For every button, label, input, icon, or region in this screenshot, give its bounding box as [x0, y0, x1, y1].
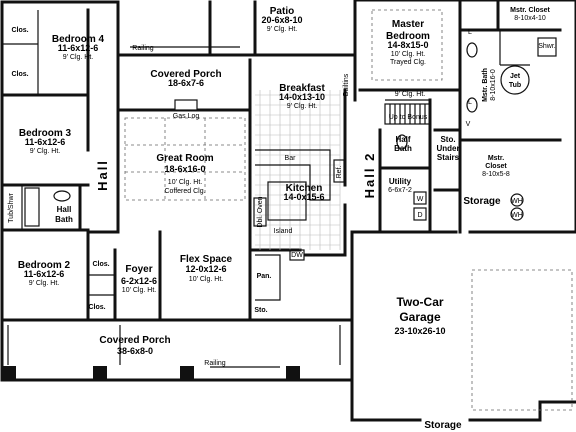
dbl-oven-label: Dbl. Oven	[257, 196, 264, 227]
bar-label: Bar	[285, 155, 297, 162]
garage-name: Two-Car	[396, 295, 443, 309]
hall-left-label: Hall	[95, 159, 110, 191]
kitchen-dims: 14-0x15-6	[283, 192, 324, 202]
patio-ceiling: 9' Clg. Ht.	[267, 26, 298, 33]
flex-space-name: Flex Space	[180, 254, 233, 265]
bedroom2-dims: 11-6x12-6	[24, 269, 65, 279]
hall-bath-name2: Bath	[55, 215, 73, 224]
dw-label: DW	[291, 252, 303, 259]
clos-label-b2a: Clos.	[92, 261, 109, 268]
lav-label-1: L	[468, 29, 472, 36]
jet-tub-label-2: Tub	[509, 82, 521, 89]
bedroom3-ceiling: 9' Clg. Ht.	[30, 148, 61, 155]
kitchen-tile-pattern	[255, 90, 341, 250]
master-bedroom-name: Master	[392, 19, 424, 30]
clos-label-b4a: Clos.	[11, 27, 28, 34]
master-hall-ceiling: 9' Clg. Ht.	[395, 91, 426, 98]
kitchen-name: Kitchen	[286, 183, 323, 194]
dryer-label: D	[417, 212, 422, 219]
storage-right-label: Storage	[463, 196, 501, 207]
garage-name2: Garage	[399, 310, 441, 324]
clos-label-b2b: Clos.	[88, 304, 105, 311]
bedroom4-name: Bedroom 4	[52, 34, 105, 45]
sto-under-stairs-3: Stairs	[437, 153, 460, 162]
washer-label: W	[417, 196, 424, 203]
bedroom3-dims: 11-6x12-6	[25, 137, 66, 147]
shower-label: Shwr.	[538, 43, 556, 50]
jet-tub-label-1: Jet	[510, 73, 521, 80]
breakfast-dims: 14-0x13-10	[279, 92, 325, 102]
builtins-label: Builtins	[343, 73, 350, 96]
up-to-bonus-label: Up to Bonus	[389, 114, 428, 121]
flex-space-dims: 12-0x12-6	[185, 264, 226, 274]
covered-porch-rear-dims: 18-6x7-6	[168, 78, 204, 88]
great-room-dims: 18-6x16-0	[164, 164, 205, 174]
ref-label: Ref.	[336, 166, 343, 179]
utility-name: Utility	[389, 177, 412, 186]
lav-label-2: L	[468, 99, 472, 106]
room-labels: Patio 20-6x8-10 9' Clg. Ht. Bedroom 4 11…	[8, 6, 556, 431]
tub-shwr-label: Tub/Shwr	[8, 192, 15, 222]
sto-under-stairs-1: Sto.	[440, 135, 455, 144]
bedroom4-dims: 11-6x12-6	[58, 43, 99, 53]
bedroom2-name: Bedroom 2	[18, 260, 71, 271]
utility-dims: 6-6x7-2	[388, 187, 412, 194]
master-closet-top-name: Mstr. Closet	[510, 7, 550, 14]
patio-dims: 20-6x8-10	[261, 15, 302, 25]
wh-label-2: WH	[511, 212, 523, 219]
master-closet-bottom-name2: Closet	[485, 163, 507, 170]
hall-bath-name: Hall	[57, 205, 72, 214]
half-bath-name2: Bath	[394, 144, 412, 153]
gas-log-label: Gas Log	[173, 113, 200, 120]
great-room-ceiling: 10' Clg. Ht.	[168, 179, 202, 186]
master-bedroom-name2: Bedroom	[386, 31, 430, 42]
railing-front-label: Railing	[204, 360, 226, 367]
covered-porch-front-dims: 38-6x8-0	[117, 346, 153, 356]
clos-label-b4b: Clos.	[11, 71, 28, 78]
master-closet-bottom-name: Mstr.	[488, 155, 504, 162]
stairs	[384, 103, 431, 125]
island-label: Island	[274, 228, 293, 235]
master-bath-dims: 8-10x16-0	[490, 69, 497, 101]
wh-label-1: WH	[511, 198, 523, 205]
covered-porch-rear-name: Covered Porch	[150, 69, 221, 80]
bedroom4-ceiling: 9' Clg. Ht.	[63, 54, 94, 61]
master-bedroom-ceiling2: Trayed Clg.	[390, 59, 426, 66]
master-closet-top-dims: 8-10x4-10	[514, 15, 546, 22]
half-bath-name: Half	[395, 135, 410, 144]
breakfast-ceiling: 9' Clg. Ht.	[287, 103, 318, 110]
hall2-label: Hall 2	[362, 152, 377, 199]
great-room-ceiling2: Coffered Clg.	[164, 188, 205, 195]
flex-space-ceiling: 10' Clg. Ht.	[189, 276, 223, 283]
railing-rear-label: Railing	[132, 45, 154, 52]
sto-under-stairs-2: Under	[436, 144, 459, 153]
storage-bottom-label: Storage	[424, 420, 462, 431]
bedroom3-name: Bedroom 3	[19, 128, 72, 139]
garage-dims: 23-10x26-10	[394, 326, 445, 336]
patio-name: Patio	[270, 6, 294, 17]
master-bath-name: Mstr. Bath	[482, 68, 489, 102]
pantry-label: Pan.	[257, 273, 272, 280]
great-room-name: Great Room	[156, 153, 213, 164]
master-closet-bottom-dims: 8-10x5-8	[482, 171, 510, 178]
foyer-dims: 6-2x12-6	[121, 276, 157, 286]
breakfast-name: Breakfast	[279, 83, 325, 94]
v-label: V	[466, 121, 471, 128]
master-bedroom-ceiling: 10' Clg. Ht.	[391, 51, 425, 58]
master-bedroom-dims: 14-8x15-0	[387, 40, 428, 50]
sto-label: Sto.	[254, 307, 267, 314]
exterior-walls	[0, 0, 576, 422]
covered-porch-front-name: Covered Porch	[99, 335, 170, 346]
fixtures	[7, 9, 573, 411]
foyer-ceiling: 10' Clg. Ht.	[122, 287, 156, 294]
bedroom2-ceiling: 9' Clg. Ht.	[29, 280, 60, 287]
foyer-name: Foyer	[125, 264, 152, 275]
